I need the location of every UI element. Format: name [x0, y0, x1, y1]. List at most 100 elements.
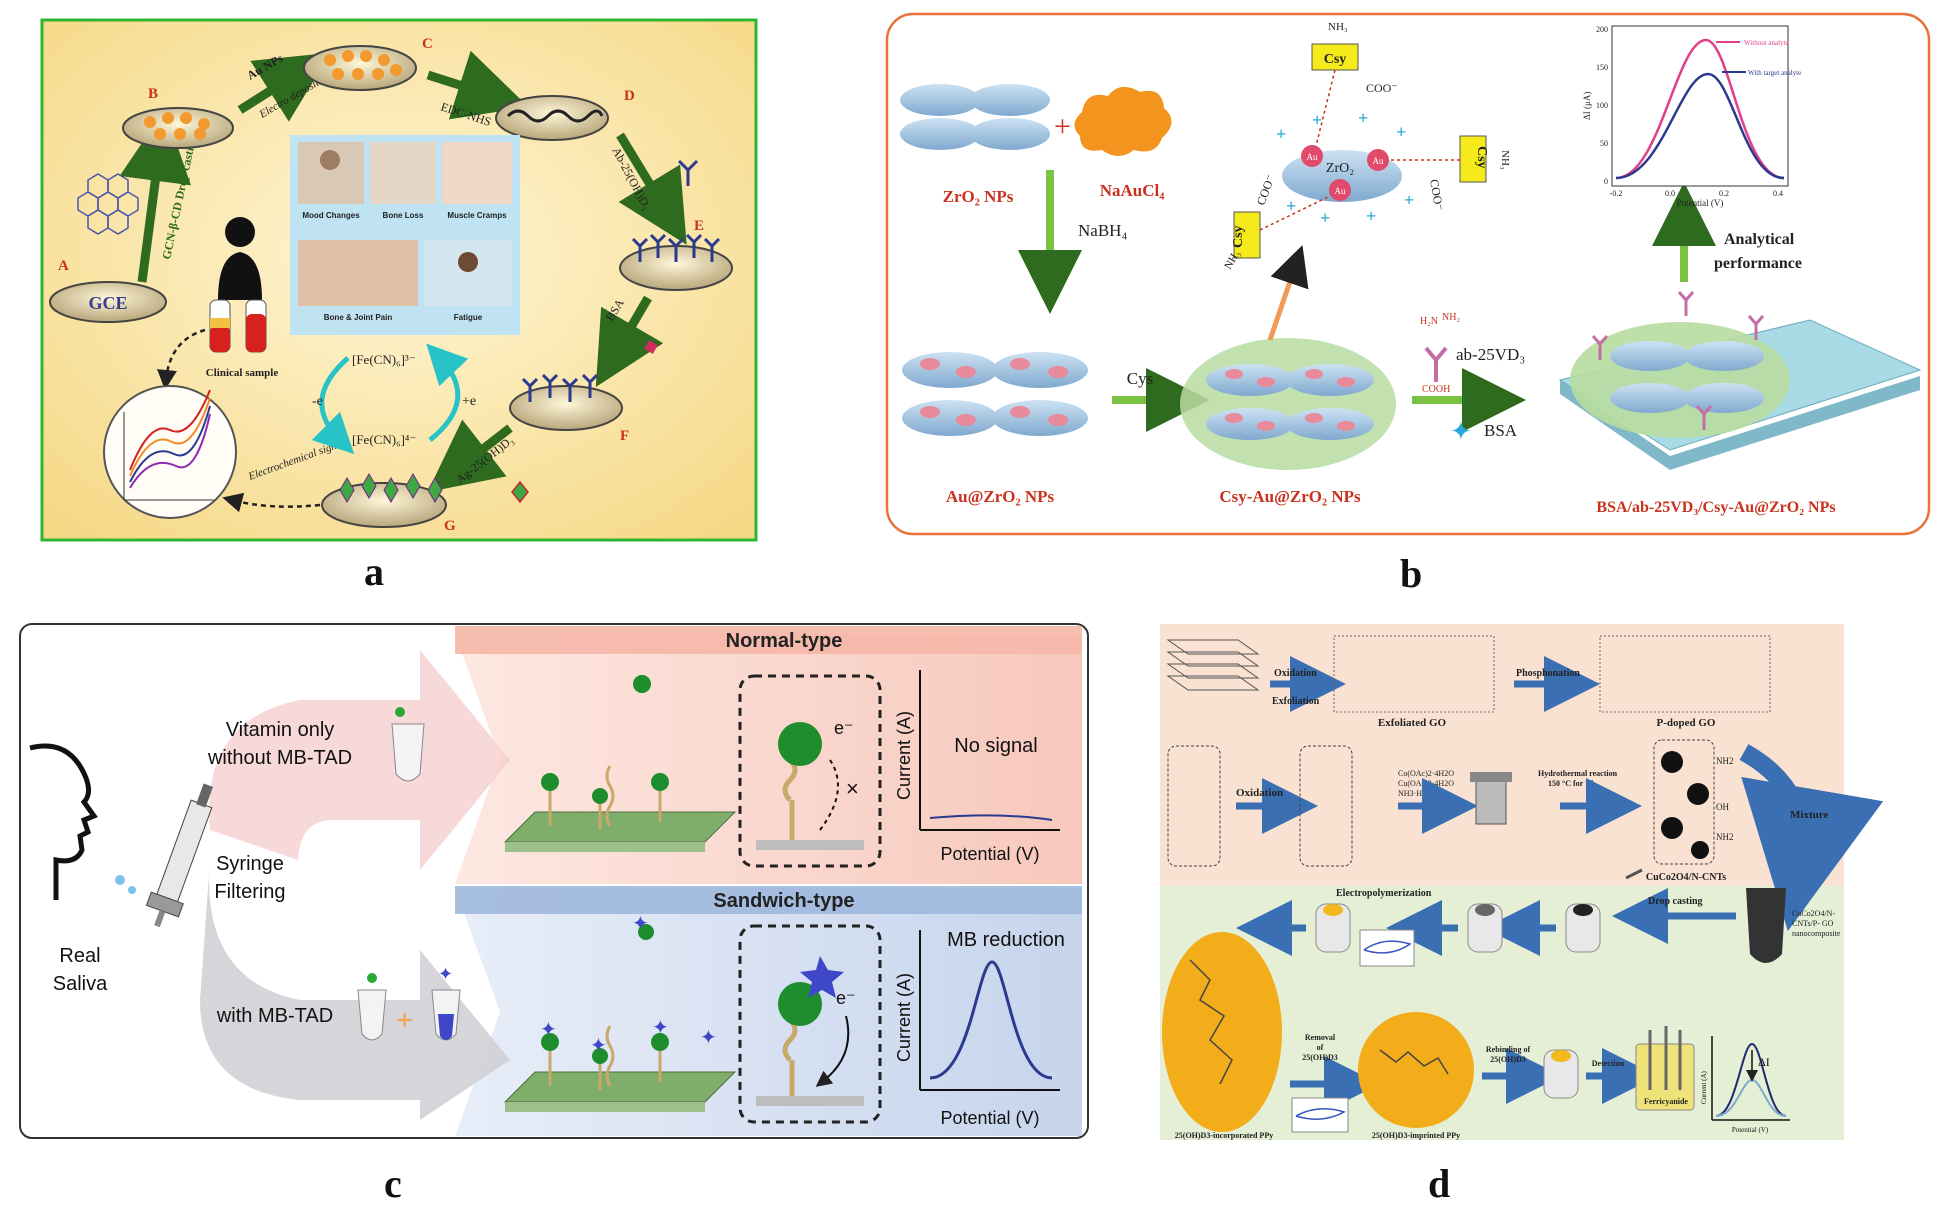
symptom-fatigue: Fatigue [454, 313, 483, 322]
arrow-g-plot [222, 492, 321, 513]
zro2-label: ZrO₂ NPs [943, 187, 1014, 206]
potential-label-sandwich: Potential (V) [940, 1108, 1039, 1128]
cuco-cnts-label: CuCo2O4/N-CNTs [1646, 872, 1726, 883]
exfoliated-go-label: Exfoliated GO [1378, 717, 1447, 729]
svg-text:✦: ✦ [590, 1035, 607, 1057]
cnt-tube-1 [1167, 745, 1221, 867]
arrow-zoom [1267, 245, 1309, 341]
without-mb-label: without MB-TAD [207, 747, 352, 769]
naaucl4-label: NaAuCl₄ [1100, 181, 1165, 200]
symptom-joint: Bone & Joint Pain [324, 313, 393, 322]
no-signal-label: No signal [954, 735, 1037, 757]
antigens-g [339, 473, 443, 503]
panel-d-top-bg [1160, 624, 1844, 886]
ab-25vd3-label: ab-25VD₃ [1456, 345, 1525, 364]
svg-text:✦: ✦ [652, 1017, 669, 1039]
tag-links [1259, 69, 1460, 231]
cuco-cnt-tube [1653, 739, 1715, 865]
arrow-a-b [119, 109, 192, 283]
dpv-legend-2: With target analyte [1748, 69, 1801, 77]
electron-label-sandwich: e⁻ [836, 988, 856, 1008]
panel-letter-c: c [384, 1161, 402, 1206]
dpv-xticks: -0.2 0.0 0.2 0.4 [1610, 189, 1783, 198]
tubes-with-mb: + ✦ [357, 964, 461, 1041]
nanocomposite-tube [1746, 888, 1786, 963]
au-site-label-1: Au [1307, 152, 1318, 162]
au-particles-b [144, 112, 210, 140]
dpv-curve-with [1615, 72, 1785, 180]
nanocomposite-label-1: CuCo2O4/N- [1792, 909, 1835, 918]
svg-text:✦: ✦ [632, 913, 649, 935]
ferricyanide-label: Ferricyanide [1644, 1097, 1688, 1106]
svg-text:+: + [1286, 196, 1296, 216]
cv-inset [1359, 929, 1415, 967]
cv-curves [129, 389, 211, 489]
face-profile-icon [29, 743, 98, 900]
autoclave-icon [1470, 772, 1512, 825]
step-b-label: B [148, 86, 158, 102]
ppy-incorporated [1162, 932, 1282, 1132]
mb-tad-star-zoom [800, 956, 844, 998]
au-site-3 [1367, 149, 1389, 171]
nh2-label-2: NH2 [1716, 832, 1734, 842]
human-silhouette-icon [218, 217, 262, 300]
potential-label-normal: Potential (V) [940, 844, 1039, 864]
au-zro2-label: Au@ZrO₂ NPs [946, 487, 1055, 506]
h2n-label: H₂N [1420, 316, 1438, 327]
cys-label: Cys [1127, 369, 1153, 388]
svg-text:✦: ✦ [438, 964, 453, 984]
svg-text:+: + [1320, 208, 1330, 228]
ytick-100: 100 [1596, 101, 1608, 110]
imprinted-label: 25(OH)D3-imprinted PPy [1372, 1131, 1460, 1140]
analytical-label-1: Analytical [1724, 231, 1795, 248]
ytick-50: 50 [1600, 139, 1608, 148]
filtering-label: Filtering [214, 881, 285, 903]
rebinding-label-2: 25(OH)D3 [1490, 1055, 1526, 1064]
block-x-mark: × [846, 776, 859, 801]
step-e-label: E [694, 218, 704, 234]
sandwich-zoom-box [738, 924, 882, 1124]
coo-label-2: COO⁻ [1427, 178, 1446, 212]
xtick-04: 0.4 [1773, 189, 1783, 198]
with-mb-label: with MB-TAD [216, 1005, 333, 1027]
au-site-2 [1329, 179, 1351, 201]
normal-title-bar [455, 626, 1082, 654]
nabh4-label: NaBH₄ [1078, 221, 1127, 240]
electrode-yellow [1315, 903, 1351, 953]
xtick-02: 0.2 [1719, 189, 1729, 198]
svg-text:+: + [1366, 206, 1376, 226]
nanocomposite-label-3: nanocomposite [1792, 929, 1841, 938]
svg-text:+: + [1276, 124, 1286, 144]
exfoliation-label: Exfoliation [1272, 696, 1320, 707]
naaucl4-cloud [1074, 86, 1172, 156]
arrow-b-c [237, 52, 331, 122]
gcn-network [77, 173, 139, 235]
antibodies-f [521, 373, 599, 402]
phosphonation-label: Phosphonation [1516, 668, 1580, 679]
electrode-bare [1467, 903, 1503, 953]
step-d-label: D [624, 88, 635, 104]
step-a-label: A [58, 258, 69, 274]
zro2-core-label: ZrO₂ [1326, 161, 1354, 176]
gce-label: GCE [88, 293, 127, 313]
csy-tag-label-2: Csy [1474, 146, 1489, 169]
removal-label-3: 25(OH)D3 [1302, 1053, 1338, 1062]
final-antibodies [1591, 291, 1765, 430]
sandwich-probes [548, 1025, 662, 1090]
minus-e-label: -e [312, 394, 323, 409]
mixture-arrow [1739, 744, 1884, 931]
syringe-icon [145, 783, 213, 928]
reagent-3: NH3·H2O [1398, 789, 1432, 798]
arrow-e-f [595, 295, 664, 388]
csy-tag-label-3: Csy [1231, 225, 1246, 248]
electropolymerization-label: Electropolymerization [1336, 888, 1432, 899]
incorporated-label: 25(OH)D3-incorporated PPy [1175, 1131, 1273, 1140]
csy-tag-label-1: Csy [1324, 52, 1347, 67]
mb-tad-stars: ✦✦✦✦✦ [540, 913, 717, 1057]
cuco-particles [1661, 751, 1709, 859]
removal-cv-inset [1291, 1097, 1349, 1133]
analytical-label-2: performance [1714, 255, 1802, 272]
vitamin-only-label: Vitamin only [226, 719, 335, 741]
d-potential-label: Potential (V) [1732, 1126, 1769, 1134]
